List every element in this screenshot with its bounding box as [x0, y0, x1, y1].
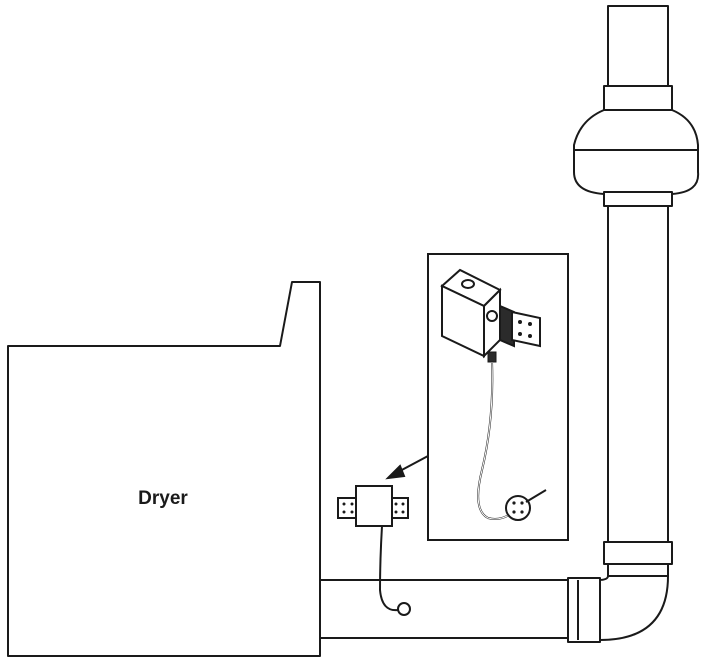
inset-sensor-front-port: [486, 310, 498, 322]
inset-sensor-top-port: [461, 279, 475, 289]
sensor-detail-inset: [427, 253, 569, 541]
fan-top-collar: [603, 85, 673, 111]
sensor-box: [355, 485, 393, 527]
horizontal-duct: [317, 579, 573, 639]
vertical-coupler: [603, 541, 673, 565]
inline-fan: [573, 85, 700, 207]
vertical-duct-upper: [607, 5, 669, 89]
inset-mount-dark: [499, 304, 515, 348]
fan-housing: [573, 109, 700, 195]
elbow-coupler: [567, 577, 601, 643]
callout-arrow: [385, 455, 429, 480]
inset-mount-plate: [511, 310, 541, 348]
inset-probe-tip: [525, 489, 547, 503]
vertical-duct-lower: [607, 195, 669, 577]
sensor-probe-port: [397, 602, 411, 616]
dryer-body: [7, 281, 321, 657]
dryer-label: Dryer: [138, 488, 188, 509]
sensor-tube: [378, 525, 399, 612]
fan-bottom-collar: [603, 191, 673, 207]
inset-cable-connector: [487, 351, 497, 363]
inset-probe-disk: [505, 495, 531, 521]
